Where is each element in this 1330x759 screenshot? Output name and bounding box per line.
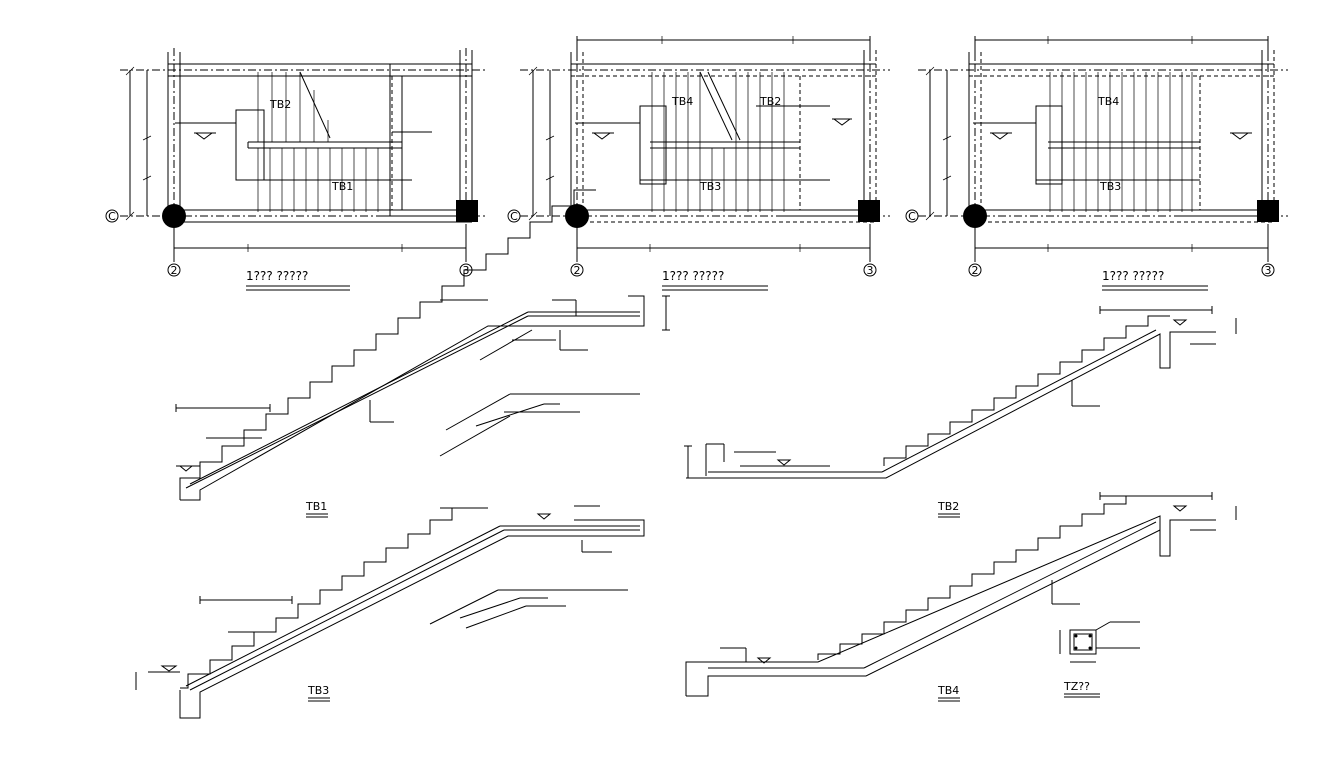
section-tb2: TB2 [684,306,1237,518]
grid-label-left: 2 [972,264,979,277]
section-tb1: TB1 [175,189,670,518]
section-label-tb1: TB1 [305,500,327,513]
detail-label-tz: TZ?? [1063,680,1090,693]
section-label-tb2: TB2 [937,500,959,513]
plan-label: TB3 [699,180,721,193]
section-label-tb4: TB4 [937,684,959,697]
plan-title: 1??? ????? [1102,269,1164,283]
section-tb3: TB3 [135,505,645,719]
grid-label-row: C [108,210,116,223]
grid-label-row: C [510,210,518,223]
plan-label: TB2 [759,95,781,108]
plan-label: TB4 [1097,95,1119,108]
column-detail-tz: TZ?? [1059,621,1140,698]
stair-plan-3: 2 3 C TB4 TB3 1??? ????? [905,36,1288,291]
plan-label: TB3 [1099,180,1121,193]
grid-label-right: 3 [867,264,874,277]
stair-plan-2: 2 3 C TB4 TB2 TB3 1??? ????? [507,36,890,291]
grid-label-row: C [908,210,916,223]
stair-plan-1: 2 3 C TB2 TB1 1??? ????? [105,48,488,291]
plan-label: TB2 [269,98,291,111]
plan-label: TB1 [331,180,353,193]
section-label-tb3: TB3 [307,684,329,697]
grid-label-left: 2 [171,264,178,277]
plan-label: TB4 [671,95,693,108]
grid-label-left: 2 [574,264,581,277]
plan-title: 1??? ????? [246,269,308,283]
plan-title: 1??? ????? [662,269,724,283]
section-tb4: TB4 [685,492,1237,702]
grid-label-right: 3 [1265,264,1272,277]
